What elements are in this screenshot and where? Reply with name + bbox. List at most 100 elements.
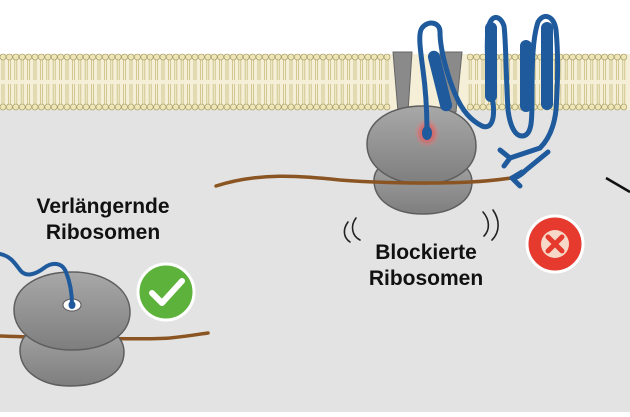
lipid-head (198, 103, 205, 111)
lipid-head (114, 103, 122, 111)
lipid-head (25, 103, 32, 111)
lipid-head (607, 103, 615, 111)
blocked-label: Blockierte Ribosomen (344, 240, 508, 292)
lipid-tail (72, 60, 75, 104)
lipid-tail (302, 60, 306, 104)
lipid-tail (232, 60, 235, 104)
lipid-head (345, 103, 352, 111)
lipid-tail (244, 60, 248, 104)
lipid-head (569, 103, 576, 111)
lipid-head (383, 53, 391, 61)
lipid-head (191, 53, 199, 61)
lipid-tail (251, 60, 254, 104)
transmembrane-helices (427, 22, 553, 112)
lipid-head (166, 53, 173, 61)
lipid-head (358, 103, 365, 111)
lipid-head (159, 103, 167, 111)
lipid-tail (78, 60, 82, 104)
lipid-tail (257, 60, 261, 104)
lipid-tail (321, 60, 325, 104)
lipid-head (223, 103, 231, 111)
lipid-tail (123, 60, 126, 104)
lipid-tail (264, 60, 267, 104)
lipid-head (274, 53, 282, 61)
peptide-tip-blocked (422, 126, 432, 140)
lipid-tail (168, 60, 171, 104)
lipid-head (620, 53, 628, 61)
lipid-head (44, 53, 52, 61)
lipid-head (134, 53, 141, 61)
cross-icon (525, 214, 585, 274)
lipid-head (473, 53, 480, 61)
lipid-head (338, 53, 346, 61)
peptide-tip-elongating (68, 301, 76, 309)
lipid-tail (129, 60, 133, 104)
lipid-tail (238, 60, 242, 104)
lipid-head (345, 53, 352, 61)
lipid-head (332, 53, 340, 61)
nascent-protein-blocked (417, 13, 560, 189)
lipid-tail (616, 60, 619, 104)
lipid-head (242, 103, 250, 111)
elongating-label-line1: Verlängernde (36, 195, 170, 218)
lipid-head (217, 103, 224, 111)
lipid-head (204, 103, 212, 111)
lipid-tail (308, 60, 312, 104)
lipid-tail (500, 60, 504, 104)
lipid-head (63, 53, 71, 61)
lipid-membrane (0, 53, 630, 111)
lipid-head (319, 103, 327, 111)
lipid-tail (340, 60, 344, 104)
lipid-tail (142, 60, 146, 104)
lipid-head (377, 53, 384, 61)
lipid-head (18, 53, 26, 61)
nascent-protein-elongating (0, 252, 74, 307)
lipid-head (140, 53, 148, 61)
lipid-tail (91, 60, 94, 104)
lipid-head (326, 53, 333, 61)
lipid-tail (174, 60, 178, 104)
lipid-tail (27, 60, 30, 104)
lipid-tail (104, 60, 107, 104)
lipid-head (262, 53, 269, 61)
blocked-label-line2: Ribosomen (368, 267, 484, 290)
lipid-head (38, 53, 45, 61)
lipid-head (217, 53, 224, 61)
lipid-tail (513, 60, 517, 104)
lipid-head (159, 53, 167, 61)
lipid-tail (385, 60, 389, 104)
lipid-head (383, 103, 391, 111)
lipid-head (172, 103, 180, 111)
lipid-head (569, 53, 576, 61)
lipid-head (236, 103, 244, 111)
lipid-head (466, 53, 474, 61)
lipid-head (498, 103, 506, 111)
lipid-head (582, 53, 589, 61)
lipid-head (31, 53, 39, 61)
lipid-head (601, 103, 608, 111)
lipid-tail (180, 60, 184, 104)
blocked-label-line1: Blockierte (375, 241, 477, 264)
lipid-head (223, 53, 231, 61)
lipid-head (473, 103, 480, 111)
lipid-tail (155, 60, 158, 104)
lipid-tail (225, 60, 229, 104)
lipid-head (38, 103, 45, 111)
lipid-tail (366, 60, 370, 104)
lipid-head (319, 53, 327, 61)
lipid-tail (200, 60, 203, 104)
lipid-head (76, 53, 84, 61)
lipid-tail (596, 60, 600, 104)
lipid-head (185, 53, 192, 61)
elongating-label: Verlängernde Ribosomen (14, 194, 192, 246)
lipid-tail (33, 60, 37, 104)
lipid-head (204, 53, 212, 61)
lipid-head (191, 103, 199, 111)
lipid-tail (65, 60, 69, 104)
lipid-tail (136, 60, 139, 104)
lipid-head (57, 53, 64, 61)
lipid-head (594, 103, 602, 111)
lipid-head (89, 53, 96, 61)
lipid-head (313, 103, 320, 111)
